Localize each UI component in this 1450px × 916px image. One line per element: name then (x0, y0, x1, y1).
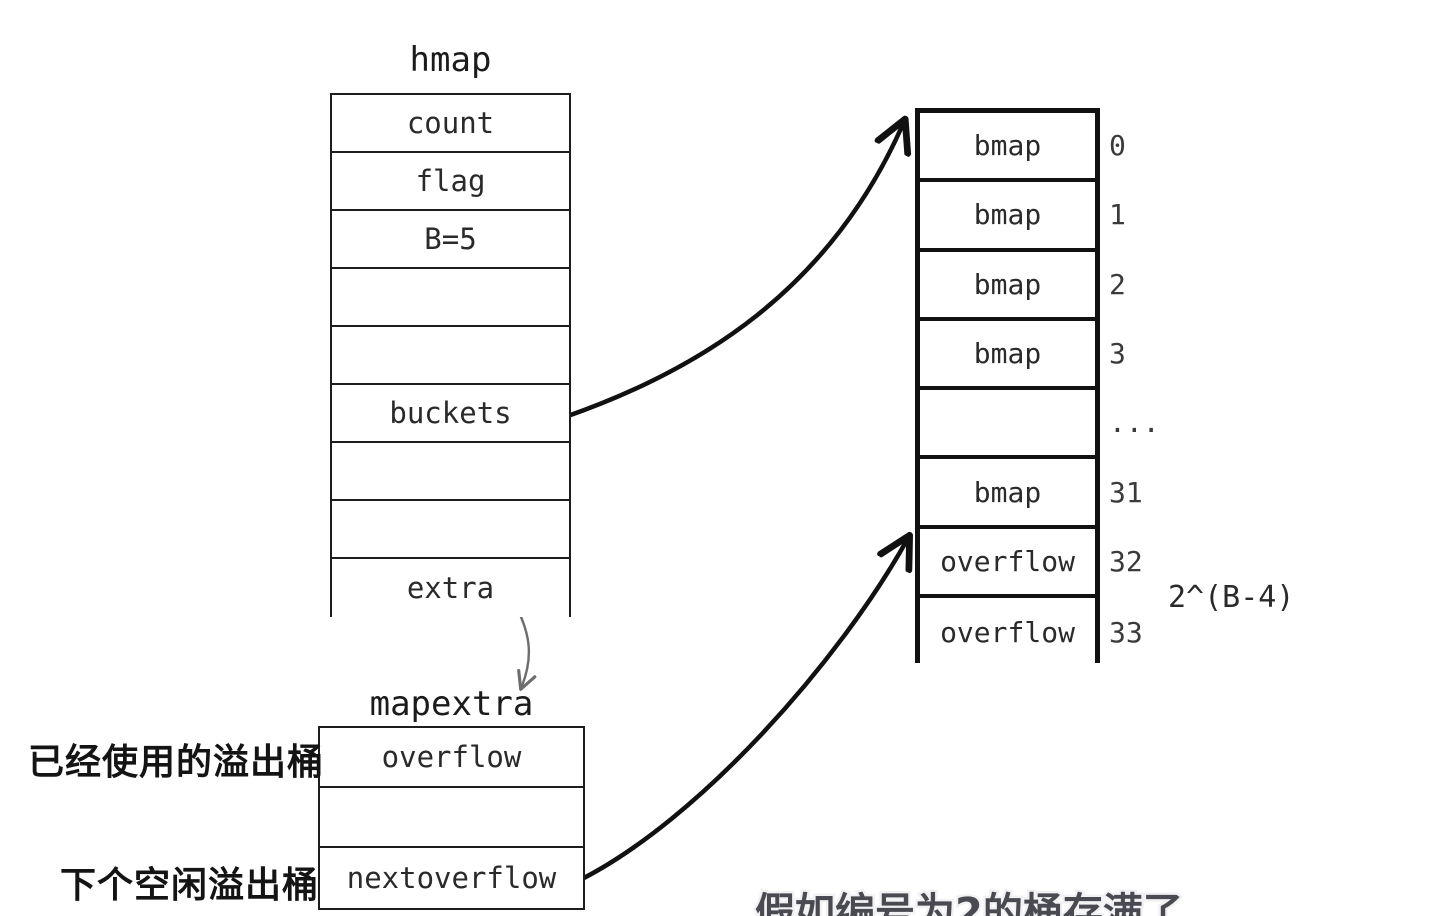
bucket-label: bmap (973, 475, 1042, 509)
bucket-row-32: overflow 32 (920, 528, 1143, 599)
bucket-row-0: bmap 0 (920, 113, 1126, 183)
bucket-row-2: bmap 2 (920, 251, 1126, 321)
bucket-index: 1 (1109, 198, 1126, 232)
hmap-struct: count flag B=5 buckets extra (330, 93, 571, 617)
bucket-row-1: bmap 1 (920, 182, 1126, 252)
bucket-index: 32 (1109, 544, 1143, 578)
hmap-row-empty-2 (332, 327, 569, 385)
bucket-index: 2 (1109, 267, 1126, 301)
annotation-used-overflow-bucket: 已经使用的溢出桶 (28, 742, 325, 783)
buckets-array-size-label: 2^(B-4) (1168, 580, 1295, 615)
mapextra-title: mapextra (369, 684, 534, 724)
hmap-row-buckets: buckets (332, 385, 569, 443)
bucket-index: 31 (1109, 475, 1143, 509)
arrow-buckets-to-bmap (562, 124, 903, 420)
bucket-label: overflow (940, 616, 1075, 650)
hmap-row-flag: flag (332, 153, 569, 211)
bucket-label: bmap (973, 198, 1042, 232)
bucket-index: 0 (1109, 129, 1126, 163)
bucket-index: ... (1109, 406, 1160, 440)
mapextra-struct: overflow nextoverflow (318, 726, 585, 910)
bucket-row-31: bmap 31 (920, 459, 1143, 529)
bucket-row-3: bmap 3 (920, 320, 1126, 391)
bucket-label: overflow (940, 544, 1075, 578)
hmap-row-b: B=5 (332, 211, 569, 269)
mapextra-row-overflow: overflow (320, 728, 583, 788)
video-subtitle: 假如编号为2的桶存满了 (753, 888, 1186, 916)
hmap-row-empty-3 (332, 443, 569, 501)
hmap-row-extra: extra (332, 559, 569, 617)
hmap-row-count: count (332, 95, 569, 153)
arrow-nextoverflow-to-overflow (575, 540, 907, 884)
bucket-row-33: overflow 33 (920, 598, 1143, 668)
hmap-row-empty-4 (332, 501, 569, 559)
bucket-row-ellipsis: ... (920, 390, 1160, 460)
mapextra-row-empty (320, 788, 583, 848)
buckets-array-struct: bmap 0 bmap 1 bmap 2 bmap 3 ... bmap 31 … (915, 108, 1160, 668)
annotation-next-free-overflow-bucket: 下个空闲溢出桶 (60, 865, 320, 906)
bucket-label: bmap (973, 129, 1042, 163)
bucket-index: 33 (1109, 616, 1143, 650)
hmap-row-empty-1 (332, 269, 569, 327)
mapextra-row-nextoverflow: nextoverflow (320, 848, 583, 908)
bucket-index: 3 (1109, 337, 1126, 371)
bucket-label: bmap (973, 267, 1042, 301)
hmap-title: hmap (409, 40, 492, 80)
bucket-label: bmap (973, 337, 1042, 371)
